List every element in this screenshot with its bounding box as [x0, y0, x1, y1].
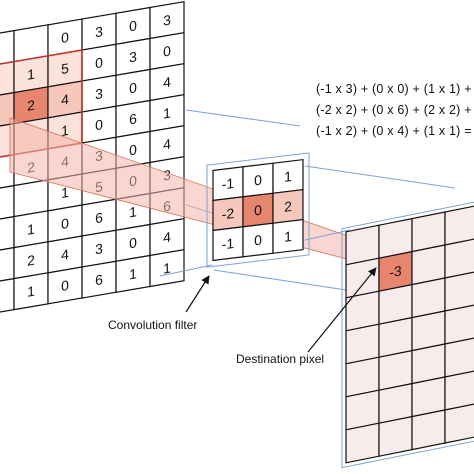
filter-label-arrow [185, 275, 210, 313]
destination-cell [444, 336, 474, 378]
equation-line-2: (-2 x 2) + (0 x 6) + (2 x 2) + [316, 103, 472, 117]
source-cell-value: 4 [163, 229, 171, 246]
destination-cell [444, 204, 474, 246]
source-cell-value: 1 [129, 265, 137, 282]
source-cell-value: 0 [61, 277, 69, 294]
source-cell-value: 2 [27, 252, 35, 269]
source-cell-value: 0 [129, 234, 137, 251]
source-cell-value: 0 [129, 141, 137, 158]
source-cell-value: 4 [61, 246, 69, 263]
source-cell-value: 3 [95, 240, 103, 257]
equation-line-3: (-1 x 2) + (0 x 4) + (1 x 1) = [316, 124, 472, 138]
filter-cell-value: -2 [222, 205, 235, 222]
destination-cell [411, 409, 446, 451]
destination-cell [444, 237, 474, 279]
source-cell-value: 6 [95, 271, 103, 288]
destination-cell [378, 415, 413, 457]
source-cell-value: 4 [163, 136, 171, 153]
source-cell-value: 1 [129, 203, 137, 220]
source-cell-value: 1 [27, 221, 35, 238]
source-cell-value: 0 [163, 43, 171, 60]
destination-cell [444, 369, 474, 411]
source-cell-value: 2 [27, 97, 35, 114]
source-cell-value: 0 [95, 54, 103, 71]
convolution-filter-label: Convolution filter [108, 318, 198, 332]
source-cell-value: 0 [61, 29, 69, 46]
equation-line-1: (-1 x 3) + (0 x 0) + (1 x 1) + [316, 82, 472, 96]
filter-cell-value: 1 [284, 168, 292, 185]
filter-cell [272, 218, 304, 254]
source-cell-value: 3 [95, 23, 103, 40]
source-cell [149, 249, 185, 288]
filter-cell-value: 0 [254, 202, 262, 219]
destination-pixel-value: -3 [389, 262, 402, 280]
filter-cell-value: 0 [254, 172, 262, 189]
source-cell-value: 1 [27, 283, 35, 300]
destination-image-grid: -3 [341, 193, 474, 469]
source-cell-value: 0 [61, 215, 69, 232]
source-cell-value: 1 [163, 105, 171, 122]
convolution-filter-grid: -1 0 1 -2 0 2 -1 0 1 [206, 152, 310, 268]
source-cell-value: 1 [27, 66, 35, 83]
filter-frame [206, 152, 310, 268]
filter-cell-value: 2 [284, 198, 292, 215]
filter-cell-value: 0 [254, 232, 262, 249]
destination-cell [444, 270, 474, 312]
destination-frame [341, 193, 474, 469]
source-cell-value: 0 [95, 116, 103, 133]
destination-cell [444, 402, 474, 444]
destination-label-arrow [307, 267, 377, 353]
source-cell [0, 277, 15, 317]
source-cell-value: 4 [163, 74, 171, 91]
source-cell-value: 3 [163, 12, 171, 29]
filter-cell-value: -1 [222, 175, 235, 192]
destination-cell [444, 303, 474, 345]
source-cell-value: 1 [163, 260, 171, 277]
source-cell-value: 0 [129, 17, 137, 34]
filter-cell-value: -1 [222, 235, 235, 252]
source-cell-value: 6 [95, 209, 103, 226]
filter-cell-value: 1 [284, 228, 292, 245]
source-cell-value: 0 [129, 79, 137, 96]
source-cell [13, 179, 49, 218]
source-cell-value: 3 [95, 85, 103, 102]
source-cell-value: 5 [61, 60, 69, 77]
destination-cell [345, 422, 380, 464]
destination-pixel-label: Destination pixel [236, 352, 325, 366]
source-cell-value: 6 [129, 110, 137, 127]
source-cell-value: 1 [61, 122, 69, 139]
source-cell-value: 1 [61, 184, 69, 201]
source-cell-value: 3 [129, 48, 137, 65]
source-cell-value: 4 [61, 91, 69, 108]
